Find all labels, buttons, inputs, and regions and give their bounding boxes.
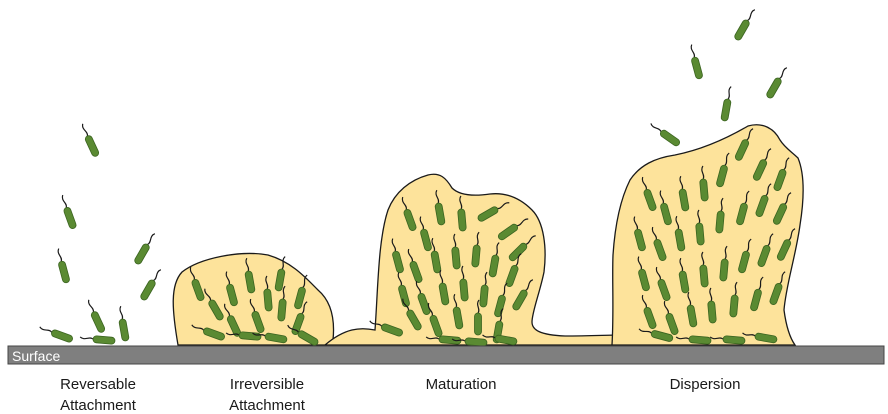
stage-label-maturation: Maturation [426,376,497,393]
bacterium-body [119,319,130,342]
flagellum [650,123,661,132]
bacterium-body [278,299,287,322]
bacterium-reversible [38,325,73,344]
bacterium-body [465,338,488,347]
stage-label-irreversible-line2: Attachment [229,397,306,414]
bacterium-body [239,332,262,341]
bacterium-body [733,19,750,42]
bacterium-reversible [59,194,78,229]
bacterium-body [696,223,705,246]
bacterium-body [50,329,73,343]
flagellum [153,269,161,281]
bacterium-body [659,129,681,147]
flagellum [779,67,787,79]
bacterium-reversible [80,334,115,344]
flagellum [747,9,755,21]
bacterium-dispersing [733,7,757,41]
bacterium-body [689,336,712,345]
bacterium-body [264,289,273,312]
bacterium-body [480,285,489,308]
bacterium-body [720,259,729,282]
flagellum [727,86,731,99]
stage-label-dispersion: Dispersion [670,376,741,393]
bacterium-body [84,135,100,158]
bacterium-reversible [133,231,157,265]
flagellum [39,327,52,333]
bacterium-dispersing [687,44,703,80]
bacterium-body [472,245,481,268]
bacterium-reversible [139,267,163,301]
bacterium-body [133,243,150,266]
bacterium-body [716,211,725,234]
bacterium-reversible [116,306,129,342]
bacterium-reversible [54,248,70,284]
bacterium-body [700,265,709,288]
stage-labels: Reversable Attachment Irreversible Attac… [60,376,740,414]
bacterium-body [139,279,156,302]
bacterium-body [708,301,717,324]
bacterium-reversible [85,299,106,334]
bacterium-reversible [79,123,100,158]
bacterium-body [93,336,116,345]
bacterium-body [721,99,732,122]
bacterium-body [700,179,709,202]
flagellum [87,300,94,312]
flagellum [61,195,67,208]
bacterium-dispersing [721,86,734,122]
bacterium-body [475,313,482,335]
flagellum [80,337,93,340]
bacterium-body [452,247,461,270]
bacterium-body [58,260,70,283]
flagellum [57,249,62,262]
bacterium-body [765,77,782,100]
flagellum [119,306,123,319]
stage-label-reversible-line1: Reversable [60,376,136,393]
bacterium-body [458,209,467,232]
bacterium-body [730,295,739,318]
bacterium-body [691,56,703,79]
bacterium-body [90,311,106,334]
surface-label: Surface [12,348,60,364]
flagellum [147,233,155,245]
stage-label-reversible-line2: Attachment [60,397,137,414]
bacterium-dispersing [765,65,789,99]
bacterium-body [460,279,469,302]
flagellum [690,45,695,58]
flagellum [81,124,88,136]
bacterium-dispersing [648,121,681,147]
bacterium-body [723,336,746,345]
surface-bar [8,346,884,364]
bacterium-body [63,206,77,229]
stage-label-irreversible-line1: Irreversible [230,376,304,393]
